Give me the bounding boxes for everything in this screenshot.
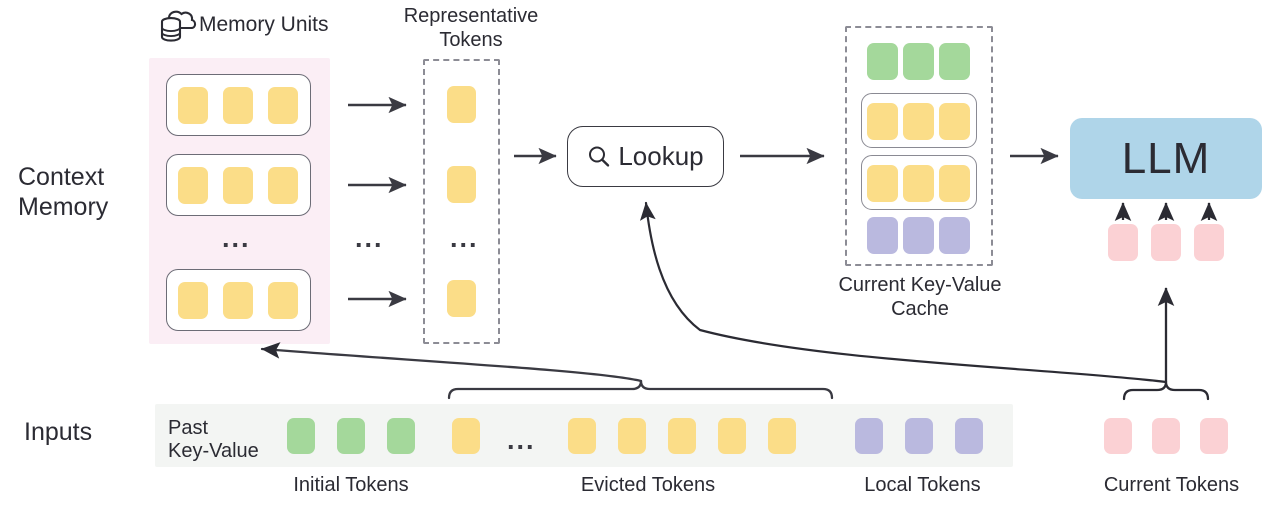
representative-token: [447, 86, 476, 123]
input-token-yellow: [618, 418, 646, 454]
input-token-yellow: [768, 418, 796, 454]
llm-block[interactable]: LLM: [1070, 118, 1262, 199]
summarize-arrow: [348, 96, 407, 308]
llm-input-token-pink: [1151, 224, 1181, 261]
input-token-yellow: [718, 418, 746, 454]
representative-tokens-group: [423, 59, 500, 344]
lookup-label: Lookup: [618, 141, 704, 171]
kv-token-yellow: [867, 165, 898, 202]
current-token-pink: [1152, 418, 1180, 454]
input-token-purple: [855, 418, 883, 454]
llm-input-token-pink: [1194, 224, 1224, 261]
token-yellow: [223, 87, 253, 124]
kv-token-green: [903, 43, 934, 80]
lookup-button[interactable]: Lookup: [567, 126, 724, 187]
header-representative-tokens: Representative Tokens: [403, 5, 539, 51]
input-token-yellow: [668, 418, 696, 454]
input-token-green: [287, 418, 315, 454]
representative-token: [447, 280, 476, 317]
token-yellow: [268, 282, 298, 319]
cloud-database-icon: [157, 6, 199, 48]
input-token-yellow: [568, 418, 596, 454]
summarize-arrows-ellipsis: ...: [355, 223, 384, 253]
input-strip-ellipsis: ...: [507, 425, 536, 455]
caption-current-tokens: Current Tokens: [1103, 474, 1240, 496]
row-label-context-memory: Context Memory: [18, 163, 109, 221]
current-token-pink: [1104, 418, 1132, 454]
input-token-purple: [905, 418, 933, 454]
memory-unit[interactable]: [166, 269, 311, 331]
brace-evicted-tokens: [447, 379, 834, 400]
token-yellow: [178, 167, 208, 204]
kv-token-green: [867, 43, 898, 80]
kv-cache-retrieved-unit[interactable]: [861, 93, 977, 148]
caption-local-tokens: Local Tokens: [864, 474, 981, 496]
memory-units-ellipsis: ...: [222, 223, 251, 253]
token-yellow: [268, 87, 298, 124]
caption-evicted-tokens: Evicted Tokens: [580, 474, 716, 496]
llm-label: LLM: [1121, 133, 1211, 183]
caption-initial-tokens: Initial Tokens: [293, 474, 409, 496]
input-token-green: [337, 418, 365, 454]
token-yellow: [178, 87, 208, 124]
kv-cache-retrieved-unit[interactable]: [861, 155, 977, 210]
token-yellow: [223, 282, 253, 319]
arrow-evicted-to-memory: [260, 342, 643, 383]
kv-token-yellow: [939, 103, 970, 140]
search-icon: [587, 145, 611, 169]
current-token-pink: [1200, 418, 1228, 454]
kv-token-purple: [867, 217, 898, 254]
input-token-green: [387, 418, 415, 454]
token-yellow: [268, 167, 298, 204]
representative-tokens-ellipsis: ...: [450, 223, 479, 253]
token-yellow: [178, 282, 208, 319]
header-memory-units: Memory Units: [199, 13, 329, 36]
kv-token-yellow: [867, 103, 898, 140]
arrow-current-token-to-llm: [1114, 202, 1218, 221]
memory-unit[interactable]: [166, 74, 311, 136]
row-label-inputs: Inputs: [24, 418, 93, 446]
input-token-purple: [955, 418, 983, 454]
past-key-value-label: Past Key-Value: [168, 417, 259, 462]
kv-token-yellow: [903, 165, 934, 202]
kv-token-purple: [903, 217, 934, 254]
kv-token-green: [939, 43, 970, 80]
brace-current-tokens: [1122, 380, 1210, 401]
kv-token-purple: [939, 217, 970, 254]
token-yellow: [223, 167, 253, 204]
memory-unit[interactable]: [166, 154, 311, 216]
llm-input-token-pink: [1108, 224, 1138, 261]
representative-token: [447, 166, 476, 203]
header-current-kv-cache: Current Key-Value Cache: [838, 274, 1002, 320]
input-token-yellow: [452, 418, 480, 454]
kv-token-yellow: [939, 165, 970, 202]
kv-token-yellow: [903, 103, 934, 140]
